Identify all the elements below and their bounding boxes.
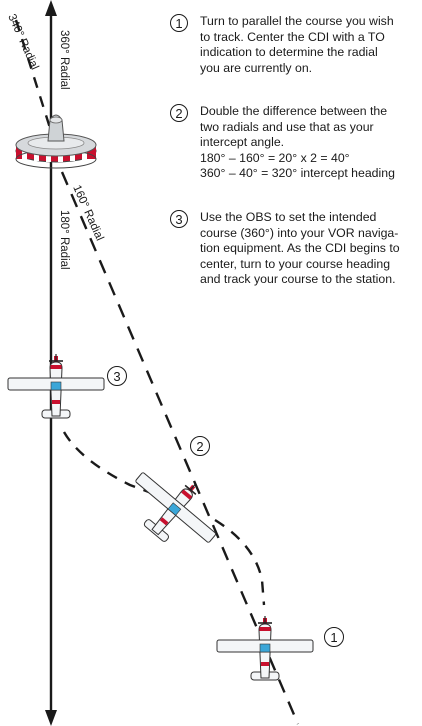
- airplane-position-3: [7, 353, 105, 419]
- step-3-number: 3: [170, 210, 188, 228]
- step-2-line: 180° – 160° = 20° x 2 = 40°: [200, 150, 350, 165]
- step-3: 3 Use the OBS to set the intended course…: [170, 210, 418, 288]
- step-1-number: 1: [170, 14, 188, 32]
- step-2-line: 360° – 40° = 320° intercept heading: [200, 166, 395, 181]
- position-marker-3: 3: [107, 366, 127, 386]
- step-1-line: to track. Center the CDI with a TO: [200, 29, 385, 44]
- airplane-position-1: [216, 615, 314, 681]
- radial-340-label: 340° Radial: [5, 12, 40, 71]
- radial-160-label: 160° Radial: [70, 183, 105, 242]
- position-marker-1: 1: [324, 627, 344, 647]
- step-3-line: and track your course to the station.: [200, 272, 396, 287]
- arrow-up-icon: [45, 0, 57, 16]
- step-1-line: Turn to parallel the course you wish: [200, 14, 394, 28]
- step-2-line: intercept angle.: [200, 135, 285, 150]
- step-3-line: tion equipment. As the CDI begins to: [200, 241, 400, 256]
- radial-180-label: 180° Radial: [58, 210, 70, 270]
- step-3-line: course (360°) into your VOR naviga-: [200, 225, 399, 240]
- step-1-line: indication to determine the radial: [200, 45, 378, 60]
- step-2-line: Double the difference between the: [200, 104, 388, 118]
- step-3-line: center, turn to your course heading: [200, 256, 391, 271]
- radial-160-line: [60, 171, 300, 725]
- step-3-line: Use the OBS to set the intended: [200, 210, 377, 224]
- arrow-down-icon: [45, 710, 57, 726]
- flight-path-curve-2: [214, 518, 266, 606]
- step-2-number: 2: [170, 104, 188, 122]
- vor-station-icon: [15, 114, 97, 169]
- position-marker-2: 2: [190, 436, 210, 456]
- step-1: 1 Turn to parallel the course you wish t…: [170, 14, 418, 76]
- airplane-position-2: [116, 452, 233, 566]
- step-2-line: two radials and use that as your: [200, 119, 374, 134]
- step-1-line: you are currently on.: [200, 60, 313, 75]
- radial-360-label: 360° Radial: [58, 30, 70, 90]
- step-2: 2 Double the difference between the two …: [170, 104, 418, 182]
